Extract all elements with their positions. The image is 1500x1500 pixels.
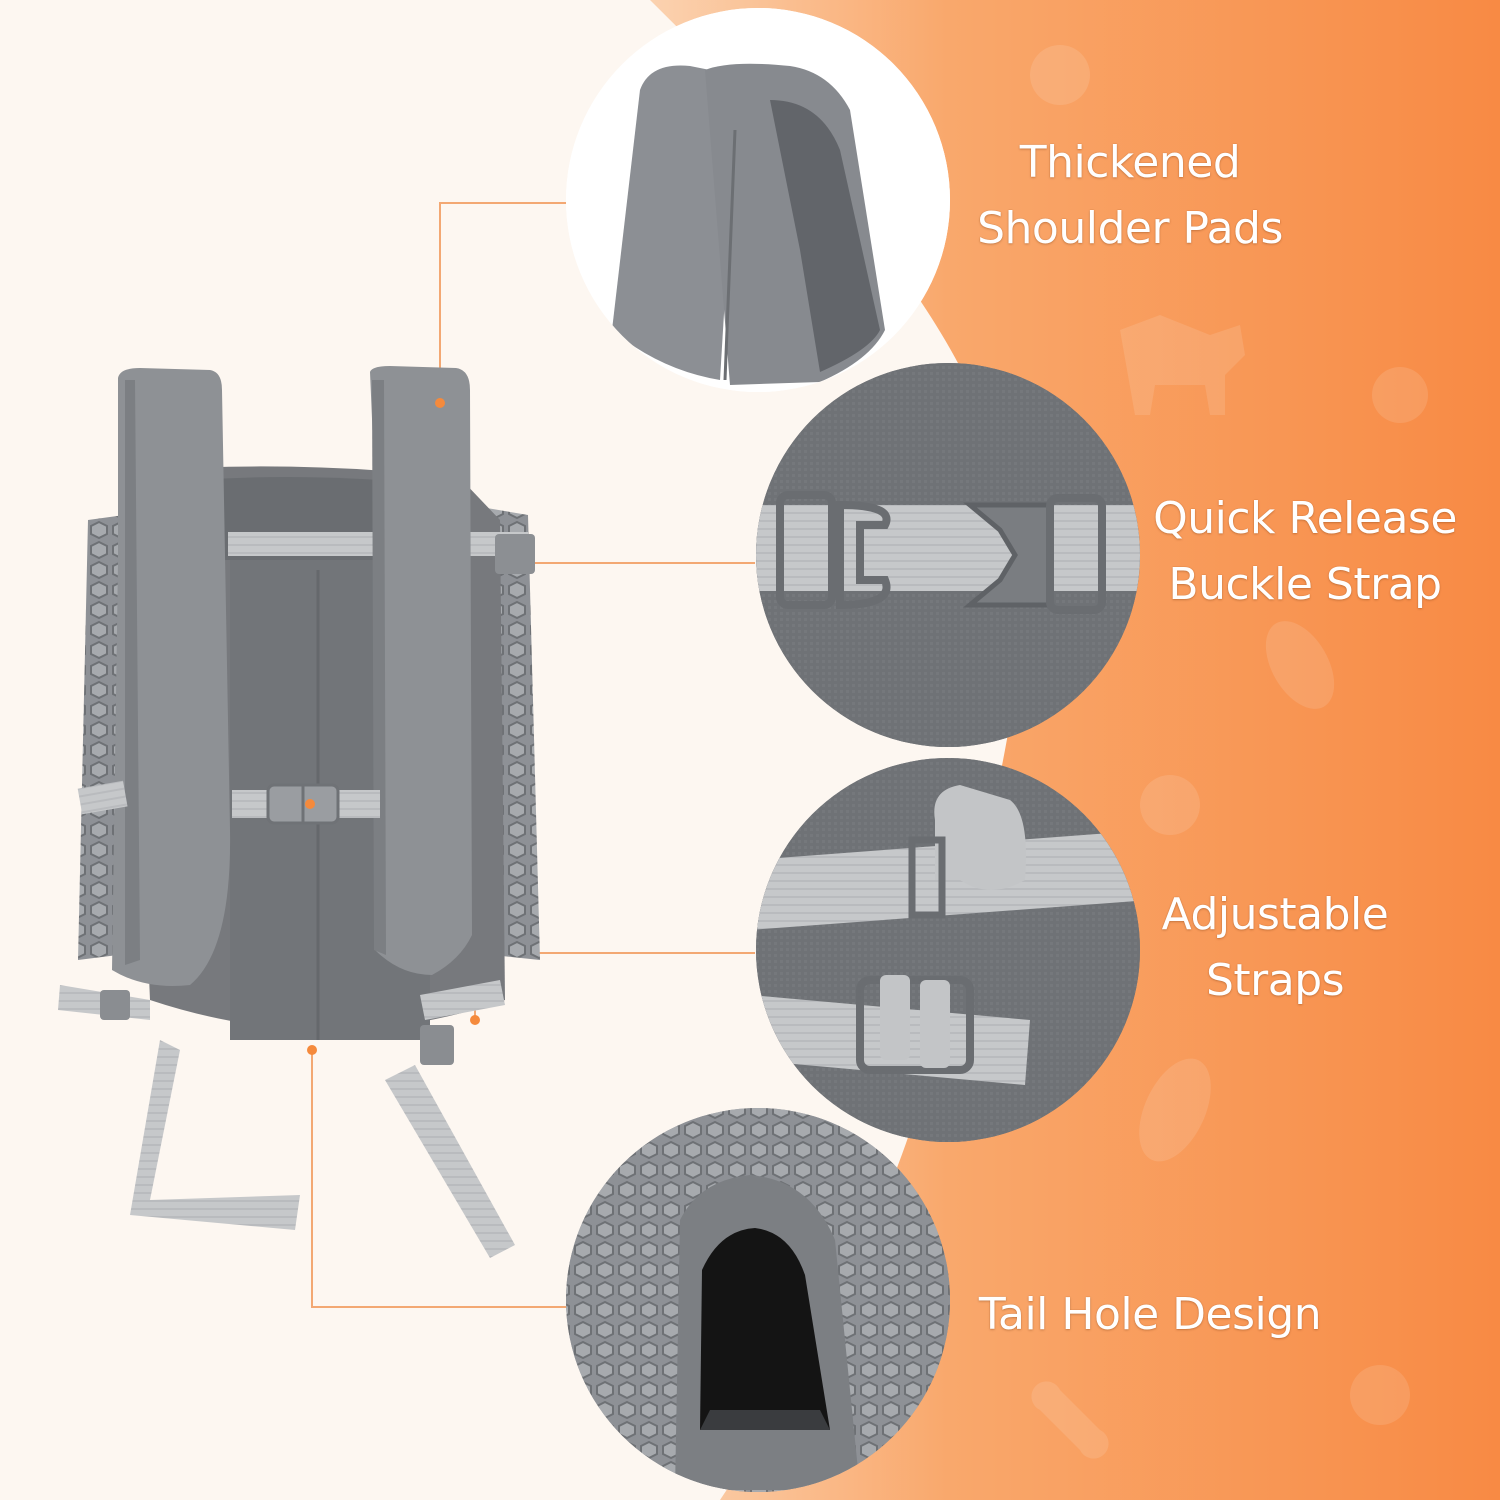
tail-hole-closeup: [566, 1108, 950, 1492]
shoulder-pad-closeup: [566, 8, 950, 392]
feature-label-tail-hole: Tail Hole Design: [978, 1289, 1322, 1340]
orange-panel: [650, 0, 1500, 1500]
buckle-closeup: [756, 363, 1140, 747]
backpack: [58, 366, 540, 1258]
feature-label-shoulder-pads: Thickened Shoulder Pads: [977, 137, 1283, 254]
strap-adjuster-closeup: [756, 758, 1140, 1142]
feature-label-adjustable-straps: Adjustable Straps: [1161, 889, 1389, 1006]
feature-label-buckle: Quick Release Buckle Strap: [1153, 493, 1457, 610]
